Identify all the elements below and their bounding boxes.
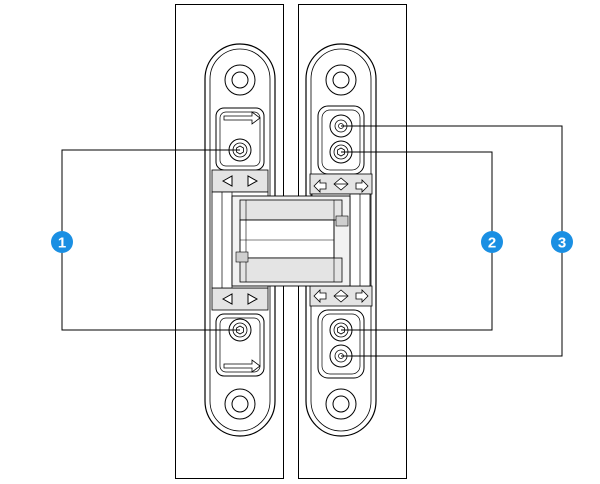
callout-badge-2: 2: [481, 231, 503, 253]
adjustment-direction-icon: [313, 177, 369, 193]
leader-line-2-bottom: [341, 251, 493, 331]
leader-line-1-bottom: [61, 251, 240, 331]
callout-label-2: 2: [488, 235, 496, 252]
callout-badge-1: 1: [51, 231, 73, 253]
mounting-hole-icon: [224, 64, 256, 96]
leader-lines: [61, 125, 563, 357]
adjustment-direction-icon: [313, 289, 369, 303]
triangle-arrow-icon: [221, 293, 259, 305]
leader-line-1-top: [61, 149, 240, 233]
mounting-hole-icon: [325, 64, 357, 96]
mounting-hole-icon: [325, 388, 357, 420]
leader-line-3-top: [341, 125, 563, 233]
leader-line-2-top: [341, 151, 493, 233]
leader-line-3-bottom: [341, 251, 563, 357]
callout-label-3: 3: [558, 235, 566, 252]
hinge-linkage: [231, 195, 351, 287]
mounting-hole-icon: [224, 388, 256, 420]
triangle-arrow-icon: [221, 175, 259, 187]
callout-badge-3: 3: [551, 231, 573, 253]
callout-label-1: 1: [58, 235, 66, 252]
